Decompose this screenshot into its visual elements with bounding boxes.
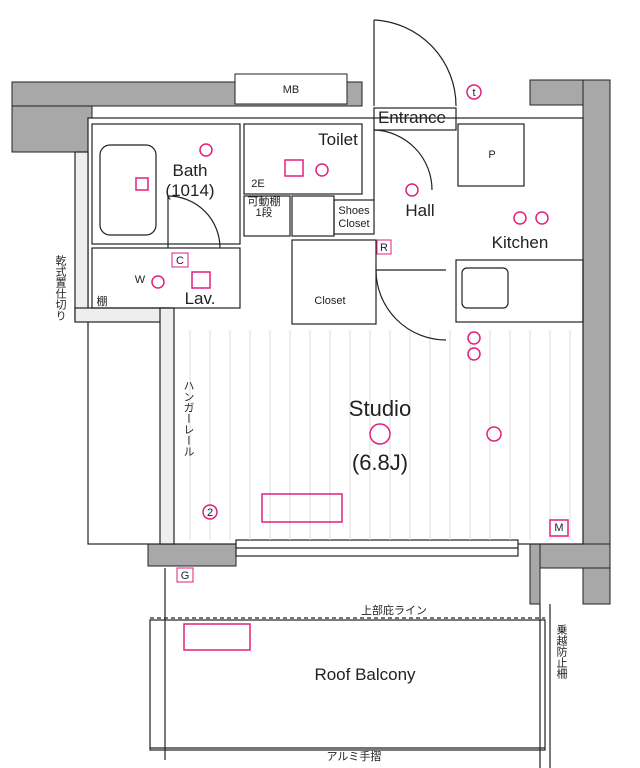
closet-label: Closet — [314, 295, 345, 307]
g-label: G — [181, 570, 190, 582]
interior-walls — [74, 107, 584, 768]
hall-label: Hall — [405, 201, 434, 220]
room-labels: Entrance Toilet Bath (1014) 可動棚 1段 Shoes… — [97, 108, 549, 684]
shoes-closet-label: Shoes — [338, 205, 370, 217]
aluminum-handrail-note: アルミ手摺 — [327, 749, 382, 763]
shoes-closet-label-2: Closet — [338, 218, 369, 230]
electrical-symbols — [135, 84, 569, 651]
m-label: M — [554, 522, 563, 534]
studio-label: Studio — [349, 396, 411, 421]
twoE-label: 2E — [251, 178, 264, 190]
floor-boards — [189, 330, 571, 540]
entrance-label: Entrance — [378, 108, 446, 127]
movable-shelf-label-2: 1段 — [255, 205, 272, 219]
lav-label: Lav. — [185, 289, 216, 308]
shelf-label: 棚 — [97, 294, 108, 308]
door-swings — [167, 19, 457, 341]
dryer-space-note: 乾式置仕切り — [54, 255, 67, 321]
movable-shelf-label: 可動棚 — [248, 194, 281, 208]
bath-size-label: (1014) — [165, 181, 214, 200]
t-label: t — [472, 87, 475, 99]
roof-balcony-label: Roof Balcony — [314, 665, 416, 684]
bath-label: Bath — [173, 161, 208, 180]
r-label: R — [380, 242, 388, 254]
two-label: 2 — [207, 507, 213, 519]
c-label: C — [176, 255, 184, 267]
mb-box: MB — [234, 73, 348, 105]
studio-size-label: (6.8J) — [352, 450, 408, 475]
toilet-label: Toilet — [318, 130, 358, 149]
mb-label: MB — [283, 84, 300, 96]
p-label: P — [488, 149, 495, 161]
washer-label: W — [135, 274, 146, 286]
hanger-rail-note: ハンガーレール — [182, 380, 195, 457]
annotations: 乾式置仕切り ハンガーレール 上部庇ライン アルミ手摺 乗越防止柵 — [54, 255, 568, 763]
kitchen-label: Kitchen — [492, 233, 549, 252]
symbol-labels: C R G M t 2 P 2E — [171, 87, 564, 583]
fall-prevention-note: 乗越防止柵 — [555, 624, 568, 679]
upper-floor-line-note: 上部庇ライン — [361, 603, 427, 617]
